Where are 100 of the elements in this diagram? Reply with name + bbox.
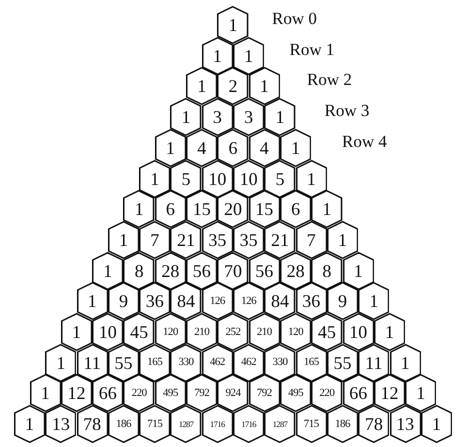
number: 1 [432,415,441,434]
number: 11 [83,354,101,372]
number: 28 [161,262,180,280]
number: 1 [322,200,332,218]
row-label: Row 3 [324,102,370,120]
row-label: Row 4 [342,132,387,150]
number: 45 [318,323,336,341]
number: 1 [338,230,348,249]
number: 1 [166,138,175,157]
number: 126 [210,296,225,307]
number: 21 [270,230,289,249]
number: 56 [255,262,274,280]
number: 1 [384,323,394,341]
row-label: Row 2 [307,71,352,88]
number: 28 [286,262,305,280]
number: 36 [302,292,320,310]
number: 1287 [178,420,194,428]
number: 12 [380,384,398,402]
number: 792 [256,388,272,399]
number: 1 [182,108,191,126]
number: 165 [147,357,162,368]
number: 8 [322,262,332,280]
number: 1 [197,77,206,96]
number: 84 [177,292,196,310]
number: 5 [182,170,191,188]
number: 11 [365,354,382,372]
number: 1 [40,384,50,402]
number: 1 [354,262,363,280]
number: 1 [416,384,426,402]
number: 6 [291,200,300,218]
number: 186 [116,418,131,430]
number: 35 [208,230,226,249]
number: 55 [334,354,352,372]
number: 1 [369,292,378,310]
row-label: Row 1 [290,40,334,58]
number: 13 [52,415,70,434]
number: 1 [150,170,160,188]
row-label: Row 0 [272,10,317,27]
number: 1 [275,108,284,126]
number: 715 [304,418,319,430]
number: 70 [224,262,242,280]
number: 330 [272,357,288,368]
number: 5 [275,170,284,188]
number: 210 [256,326,272,338]
number: 220 [132,388,147,399]
number: 120 [288,326,304,338]
number: 7 [306,230,316,249]
number: 1 [260,77,269,96]
number: 1287 [272,420,288,428]
number: 15 [192,200,211,218]
number: 9 [118,292,128,310]
number: 220 [319,388,334,399]
number: 10 [98,323,117,341]
number: 10 [240,170,258,188]
number: 84 [270,292,289,310]
number: 78 [364,415,383,434]
number: 924 [225,388,240,399]
number: 1716 [241,420,256,428]
number: 495 [162,388,178,399]
number: 21 [177,230,196,249]
number: 1 [88,292,97,310]
number: 1 [212,46,222,65]
number: 1 [56,354,66,372]
number: 13 [396,415,414,434]
number: 186 [335,418,350,430]
number: 45 [130,323,148,341]
number: 66 [98,384,117,402]
number: 56 [192,262,211,280]
number: 9 [338,292,348,310]
number: 7 [150,230,160,249]
number: 1 [25,415,34,434]
number: 3 [244,108,254,126]
number: 330 [178,357,194,368]
number: 165 [304,357,319,368]
number: 462 [210,357,225,368]
number: 8 [134,262,144,280]
number: 3 [212,108,222,126]
number: 4 [260,138,269,157]
number: 1 [118,230,128,249]
number: 1 [306,170,316,188]
number: 1 [244,46,254,65]
number: 1 [228,16,238,34]
number: 792 [194,388,210,399]
number: 10 [349,323,368,341]
number: 1 [103,262,112,280]
number: 1 [72,323,81,341]
number: 252 [225,326,240,338]
number: 495 [288,388,304,399]
number: 66 [349,384,368,402]
number: 36 [146,292,164,310]
number: 1 [400,354,410,372]
number: 4 [197,138,206,157]
number: 715 [147,418,162,430]
number: 2 [228,77,238,96]
number: 1716 [210,420,225,428]
number: 6 [166,200,175,218]
number: 10 [208,170,226,188]
number: 1 [291,138,300,157]
number: 462 [241,357,256,368]
number: 78 [83,415,102,434]
